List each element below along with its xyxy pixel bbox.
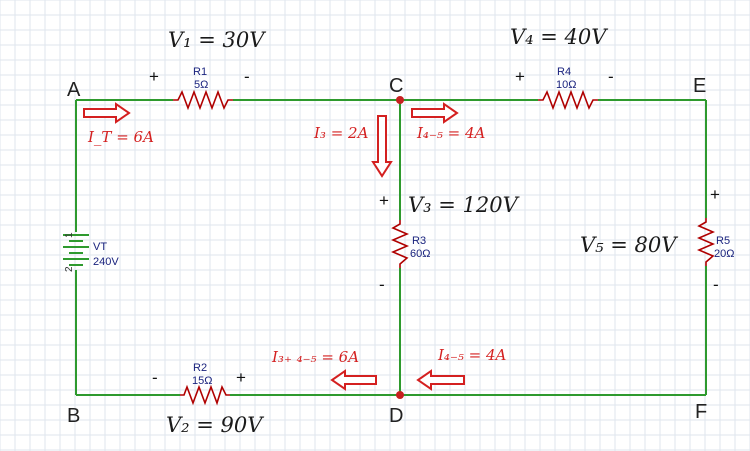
current-it-label: I_T = 6A [87,128,154,146]
current-i345-arrow [330,369,377,391]
resistor-r2-symbol [180,384,230,406]
node-b-label: B [67,405,80,427]
resistor-r4-name: R4 [557,66,571,78]
r2-plus-sign: + [236,368,246,387]
battery-symbol [63,234,89,266]
resistor-r3-symbol [390,220,410,268]
resistor-r4-symbol [538,89,598,111]
r1-minus-sign: - [244,67,250,86]
current-i45-top-arrow [411,102,459,124]
voltage-v4-label: V₄ = 40V [510,25,608,49]
source-pin-negative: 2 [64,266,75,272]
current-it-arrow [83,102,131,124]
source-name: VT [93,241,107,253]
resistor-r1-value: 5Ω [194,79,208,91]
r1-plus-sign: + [149,67,159,86]
r4-minus-sign: - [608,67,614,86]
current-i345-label: I₃₊ ₄₋₅ = 6A [271,348,359,366]
resistor-r3-name: R3 [412,235,426,247]
source-value: 240V [93,256,119,268]
resistor-r5-symbol [696,218,716,266]
r5-minus-sign: - [713,275,719,294]
current-i45-bottom-label: I₄₋₅ = 4A [437,346,507,364]
resistor-r2-name: R2 [193,362,207,374]
node-c-label: C [389,75,403,97]
voltage-v1-label: V₁ = 30V [168,28,266,52]
node-f-label: F [695,401,707,423]
resistor-r2-value: 15Ω [192,375,212,387]
resistor-r4-value: 10Ω [556,79,576,91]
resistor-r5-name: R5 [716,235,730,247]
resistor-r1-name: R1 [193,66,207,78]
voltage-v2-label: V₂ = 90V [166,413,264,437]
wires [75,99,707,396]
r5-plus-sign: + [710,185,720,204]
current-i45-bottom-arrow [416,369,465,391]
resistor-r3-value: 60Ω [410,248,430,260]
node-d-label: D [389,405,403,427]
current-i3-label: I₃ = 2A [313,124,369,142]
node-e-label: E [693,75,706,97]
r4-plus-sign: + [515,67,525,86]
voltage-v5-label: V₅ = 80V [580,233,678,257]
r2-minus-sign: - [152,368,158,387]
current-i45-top-label: I₄₋₅ = 4A [416,124,486,142]
junction-c [396,96,404,104]
junction-d [396,391,404,399]
resistor-r5-value: 20Ω [714,248,734,260]
current-i3-arrow [371,115,393,178]
resistor-r1-symbol [173,89,233,111]
source-pin-positive: 1 [64,232,75,238]
r3-minus-sign: - [379,275,385,294]
voltage-v3-label: V₃ = 120V [408,193,520,217]
node-a-label: A [67,79,81,101]
r3-plus-sign: + [379,191,389,210]
